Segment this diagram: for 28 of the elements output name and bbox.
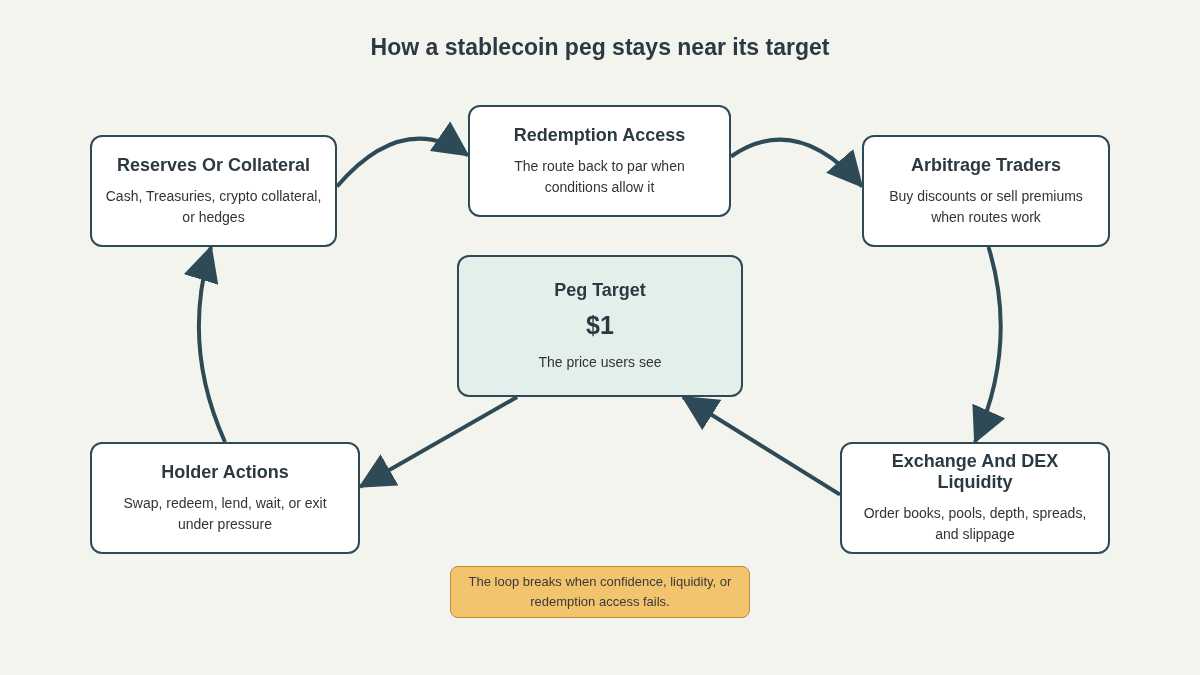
- arrow: [184, 245, 227, 443]
- arrow: [335, 122, 470, 188]
- box-heading: Exchange And DEX Liquidity: [890, 451, 1060, 493]
- box-description: The route back to par when conditions allow it: [513, 156, 686, 197]
- arrow: [971, 246, 1005, 444]
- note-text: The loop breaks when confidence, liquidity, or redemption access fails.: [467, 573, 733, 611]
- box-description: Cash, Treasuries, crypto collateral, or hedges: [104, 186, 323, 227]
- arrow: [358, 395, 519, 489]
- target-value: $1: [586, 310, 614, 340]
- box-heading: Peg Target: [554, 279, 646, 301]
- arrow: [729, 137, 864, 188]
- box-description: Buy discounts or sell premiums when routes work: [888, 186, 1084, 227]
- box-heading: Reserves Or Collateral: [116, 154, 311, 176]
- diagram-title: How a stablecoin peg stays near its target: [369, 34, 831, 61]
- box-description: Swap, redeem, lend, wait, or exit under pressure: [122, 493, 328, 534]
- box-description: The price users see: [538, 352, 662, 372]
- arrow: [681, 395, 842, 497]
- process-box: [862, 135, 1110, 247]
- note-box: [450, 566, 750, 618]
- box-heading: Holder Actions: [161, 461, 289, 483]
- process-box: [840, 442, 1110, 554]
- process-box: [468, 105, 731, 217]
- target-box: [457, 255, 743, 397]
- process-box: [90, 442, 360, 554]
- box-description: Order books, pools, depth, spreads, and slippage: [862, 504, 1088, 544]
- process-box: [90, 135, 337, 247]
- box-heading: Arbitrage Traders: [910, 154, 1062, 176]
- box-heading: Redemption Access: [513, 124, 686, 146]
